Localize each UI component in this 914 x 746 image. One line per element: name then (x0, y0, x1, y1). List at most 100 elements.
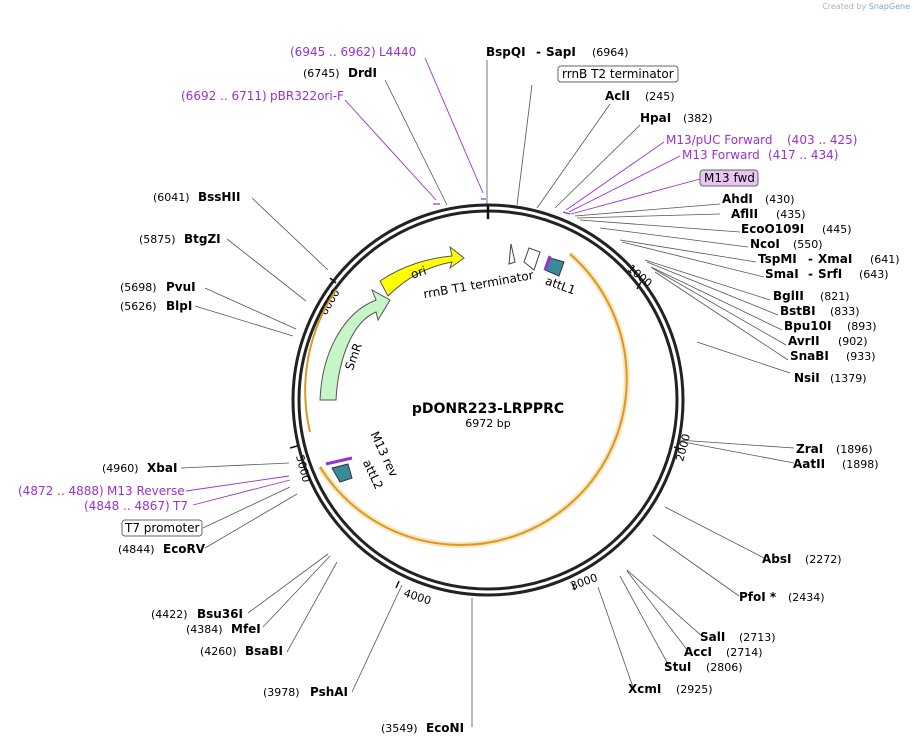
t7-promoter-box[interactable] (121, 519, 203, 537)
enzyme-pshai-pos: (3978) (263, 686, 300, 699)
enzyme-stui-pos: (2806) (706, 661, 743, 674)
enzyme-econi-pos: (3549) (381, 722, 418, 735)
enzyme-ecorv[interactable]: EcoRV (163, 542, 206, 556)
enzyme-blpi[interactable]: BlpI (166, 299, 192, 313)
enzyme-stui[interactable]: StuI (664, 660, 691, 674)
enzyme-snabi-pos: (933) (846, 350, 876, 363)
enzyme-tspmi[interactable]: TspMI (758, 252, 797, 266)
enzyme-hpai[interactable]: HpaI (640, 111, 671, 125)
enzyme-bspqi[interactable]: BspQI (486, 45, 526, 59)
enzyme-aatii[interactable]: AatII (793, 457, 825, 471)
enzyme-bsabi-pos: (4260) (200, 645, 237, 658)
enzyme-blpi-pos: (5626) (120, 300, 157, 313)
enzyme-pshai[interactable]: PshAI (310, 685, 348, 699)
connector-lines (180, 60, 795, 727)
backbone-inner-ring (297, 209, 679, 591)
enzyme-sapi[interactable]: SapI (546, 45, 576, 59)
plasmid-length: 6972 bp (465, 417, 510, 430)
enzyme-sali[interactable]: SalI (700, 630, 725, 644)
primer-m13fwd-range[interactable]: (417 .. 434) (768, 148, 838, 162)
rrnb-t1-label: rrnB T1 terminator (422, 268, 534, 301)
rrnb-t2-box[interactable] (557, 65, 679, 83)
enzyme-nsii[interactable]: NsiI (794, 371, 820, 385)
primer-m13puc-name[interactable]: M13/pUC Forward (666, 133, 773, 147)
primer-m13rev-name[interactable]: M13 Reverse (107, 484, 185, 498)
primer-t7-range[interactable]: (4848 .. 4867) (84, 499, 170, 513)
rrnb-t1-feature[interactable] (508, 243, 516, 265)
primer-m13puc-range[interactable]: (403 .. 425) (787, 133, 857, 147)
primer-l4440-range[interactable]: (6945 .. 6962) (290, 45, 376, 59)
insert-arc (319, 253, 628, 546)
tick-label-5000: 5000 (293, 453, 313, 483)
enzyme-bsabi[interactable]: BsaBI (245, 644, 283, 658)
enzyme-xbai-pos: (4960) (102, 462, 139, 475)
enzyme-smai-sep: - (808, 267, 813, 281)
enzyme-hpai-pos: (382) (683, 112, 713, 125)
enzyme-acci[interactable]: AccI (684, 645, 712, 659)
primer-m13fwd-name[interactable]: M13 Forward (682, 148, 760, 162)
enzyme-xbai[interactable]: XbaI (147, 461, 177, 475)
primer-l4440-name[interactable]: L4440 (379, 45, 416, 59)
enzyme-zrai-pos: (1896) (836, 443, 873, 456)
enzyme-snabi[interactable]: SnaBI (790, 349, 829, 363)
insert-arc-left (304, 289, 337, 433)
primer-pbr322-range[interactable]: (6692 .. 6711) (181, 89, 267, 103)
enzyme-zrai[interactable]: ZraI (796, 442, 823, 456)
plasmid-name: pDONR223-LRPPRC (412, 401, 564, 417)
ori-feature[interactable] (379, 245, 465, 297)
enzyme-bsu36i-pos: (4422) (151, 608, 188, 621)
ori-label: ori (409, 264, 428, 282)
attl1-label: attL1 (543, 274, 577, 298)
smr-feature[interactable] (319, 288, 391, 401)
enzyme-drdi-pos: (6745) (303, 67, 340, 80)
enzyme-acli-pos: (245) (645, 90, 675, 103)
enzyme-smai[interactable]: SmaI (765, 267, 799, 281)
enzyme-pfoi-pos: (2434) (788, 591, 825, 604)
enzyme-avrii-pos: (902) (838, 335, 868, 348)
m13-rev-mark (325, 456, 353, 466)
m13-fwd-box[interactable] (699, 169, 759, 187)
enzyme-xmai[interactable]: XmaI (818, 252, 852, 266)
enzyme-bglii[interactable]: BglII (773, 289, 804, 303)
enzyme-bpu10i[interactable]: Bpu10I (784, 319, 831, 333)
enzyme-bsu36i[interactable]: Bsu36I (197, 607, 243, 621)
enzyme-btgzi[interactable]: BtgZI (184, 232, 221, 246)
enzyme-pvui[interactable]: PvuI (166, 280, 196, 294)
enzyme-bstbi[interactable]: BstBI (780, 304, 816, 318)
enzyme-ecoo109i[interactable]: EcoO109I (741, 222, 804, 236)
enzyme-sali-pos: (2713) (739, 631, 776, 644)
enzyme-acci-pos: (2714) (726, 646, 763, 659)
snapgene-credit: Created by SnapGene (822, 2, 910, 11)
enzyme-bsshii-pos: (6041) (153, 191, 190, 204)
enzyme-aflii-pos: (435) (776, 208, 806, 221)
rrnb-t2-feature[interactable] (523, 247, 541, 271)
enzyme-bsshii[interactable]: BssHII (198, 190, 240, 204)
enzyme-mfei[interactable]: MfeI (231, 622, 261, 636)
enzyme-bspqi-sep: - (536, 45, 541, 59)
insert-highlight (317, 251, 630, 548)
m13-fwd-box-label: M13 fwd (704, 171, 755, 185)
enzyme-ahdi[interactable]: AhdI (722, 192, 753, 206)
primer-t7-name[interactable]: T7 (172, 499, 188, 513)
enzyme-xcmi[interactable]: XcmI (628, 682, 661, 696)
enzyme-absi[interactable]: AbsI (762, 552, 791, 566)
enzyme-bpu10i-pos: (893) (847, 320, 877, 333)
credit-brand: SnapGene (868, 2, 910, 11)
enzyme-aflii[interactable]: AflII (731, 207, 758, 221)
attl1-primer-mark (543, 255, 552, 271)
attl2-feature[interactable] (331, 463, 353, 483)
enzyme-pfoi[interactable]: PfoI * (739, 590, 777, 604)
enzyme-acli[interactable]: AclI (605, 89, 630, 103)
enzyme-ncoi[interactable]: NcoI (750, 237, 780, 251)
enzyme-aatii-pos: (1898) (842, 458, 879, 471)
tick-label-6000: 6000 (317, 287, 342, 318)
primer-pbr322-name[interactable]: pBR322ori-F (270, 89, 344, 103)
enzyme-drdi[interactable]: DrdI (348, 66, 377, 80)
primer-m13rev-range[interactable]: (4872 .. 4888) (18, 484, 104, 498)
enzyme-ncoi-pos: (550) (793, 238, 823, 251)
enzyme-bspqi-pos: (6964) (592, 46, 629, 59)
enzyme-srfi[interactable]: SrfI (818, 267, 842, 281)
enzyme-econi[interactable]: EcoNI (426, 721, 464, 735)
enzyme-avrii[interactable]: AvrII (788, 334, 820, 348)
enzyme-bglii-pos: (821) (820, 290, 850, 303)
